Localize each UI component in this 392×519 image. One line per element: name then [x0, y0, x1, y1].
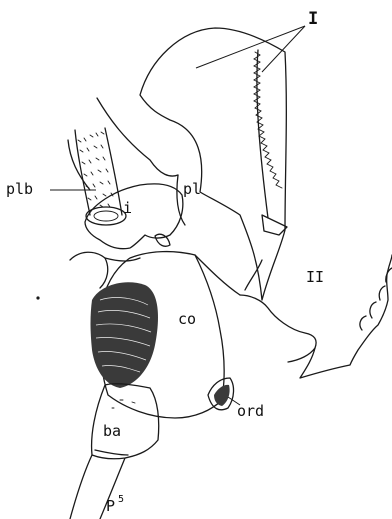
label-i: i	[123, 199, 132, 217]
label-p: P	[106, 497, 115, 515]
label-p-superscript: 5	[118, 494, 124, 505]
dot-mark	[36, 296, 39, 299]
ord-structure	[208, 378, 234, 410]
label-pl: pl	[183, 180, 201, 198]
label-I: I	[308, 9, 318, 29]
label-ba: ba	[103, 422, 121, 440]
label-ord: ord	[237, 402, 264, 420]
basal-segment-ba	[92, 384, 159, 459]
label-co: co	[178, 310, 196, 328]
label-II: II	[306, 268, 324, 286]
label-plb: plb	[6, 180, 33, 198]
coxal-lobe	[91, 282, 158, 388]
appendage-p5	[70, 450, 128, 519]
pleural-bristle-plb	[75, 128, 126, 225]
